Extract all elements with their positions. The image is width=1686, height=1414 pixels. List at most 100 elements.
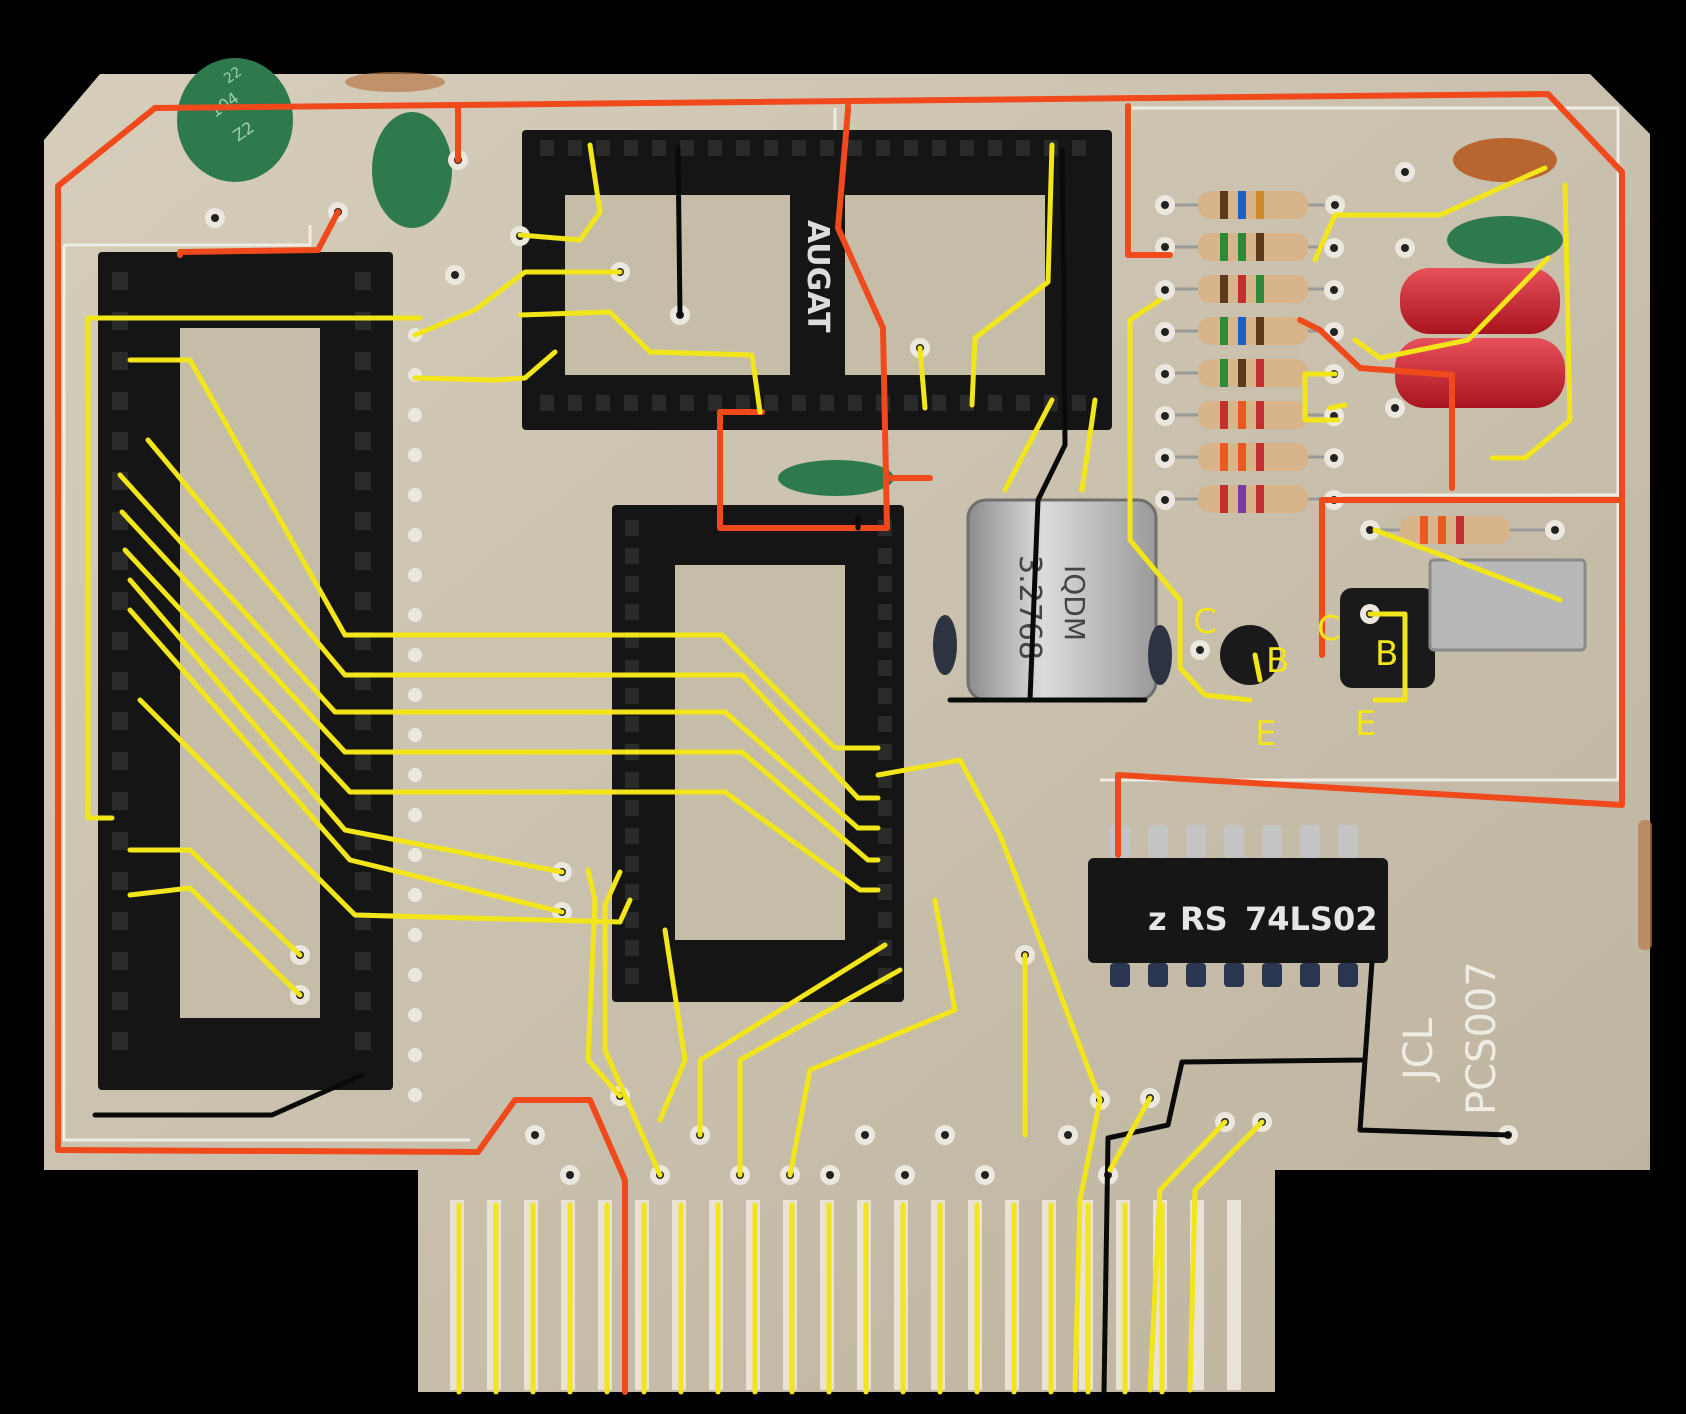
- via-hole: [1161, 412, 1169, 420]
- socket-brand: AUGAT: [800, 220, 835, 333]
- label-collector-2: C: [1317, 609, 1341, 649]
- resistors: [1168, 191, 1555, 544]
- signal-trace: [969, 142, 1055, 408]
- label-base-1: B: [1266, 641, 1289, 681]
- socket-pin: [355, 352, 371, 370]
- signal-trace: [1107, 1095, 1153, 1173]
- signal-trace: [127, 577, 565, 875]
- socket-u1: [98, 252, 393, 1090]
- via-hole: [1064, 1131, 1072, 1139]
- socket-pin: [355, 712, 371, 730]
- signal-trace: [737, 967, 903, 1178]
- resistor-band: [1256, 275, 1264, 303]
- edge-finger: [1227, 1200, 1241, 1390]
- socket-pin: [848, 140, 862, 156]
- ic-74ls02: z RS 74LS02: [1088, 825, 1388, 987]
- via-hole: [1330, 328, 1338, 336]
- signal-trace: [602, 869, 663, 1178]
- resistor-band: [1220, 401, 1228, 429]
- socket-pin: [355, 392, 371, 410]
- signal-trace: [127, 357, 881, 751]
- via-hole: [861, 1131, 869, 1139]
- socket-pin: [932, 140, 946, 156]
- via: [408, 928, 422, 942]
- signal-trace: [1002, 397, 1055, 493]
- label-emitter-1: E: [1255, 714, 1276, 754]
- socket-pin: [625, 716, 639, 732]
- via: [408, 968, 422, 982]
- socket-pin: [355, 432, 371, 450]
- socket-pin: [878, 548, 892, 564]
- socket-pin: [112, 632, 128, 650]
- resistor-body: [1198, 317, 1308, 345]
- resistor-band: [1220, 485, 1228, 513]
- socket-pin: [878, 800, 892, 816]
- via: [408, 568, 422, 582]
- socket-pin: [878, 828, 892, 844]
- socket-pin: [625, 604, 639, 620]
- socket-pin: [988, 395, 1002, 411]
- socket-pin: [1016, 140, 1030, 156]
- socket-pin: [112, 592, 128, 610]
- signal-trace: [127, 607, 565, 915]
- socket-pin: [625, 912, 639, 928]
- ic-pin: [1186, 825, 1206, 858]
- socket-pin: [355, 512, 371, 530]
- ic-pin: [1338, 825, 1358, 858]
- socket-pin: [596, 395, 610, 411]
- socket-pin: [1072, 395, 1086, 411]
- socket-pin: [652, 140, 666, 156]
- ic-pin: [1148, 963, 1168, 987]
- via-hole: [1161, 201, 1169, 209]
- resistor-body: [1198, 359, 1308, 387]
- resistor-band: [1238, 359, 1246, 387]
- signal-trace: [1489, 182, 1573, 461]
- via-hole: [1161, 496, 1169, 504]
- ic-pin: [1338, 963, 1358, 987]
- socket-pin: [112, 872, 128, 890]
- signal-trace: [119, 509, 881, 863]
- resistor-band: [1256, 233, 1264, 261]
- socket-pin: [878, 688, 892, 704]
- via-hole: [826, 1171, 834, 1179]
- label-collector-1: C: [1193, 602, 1217, 642]
- socket-pin: [355, 992, 371, 1010]
- resistor-body: [1400, 516, 1510, 544]
- socket-pin: [624, 140, 638, 156]
- resistor-band: [1238, 275, 1246, 303]
- socket-pin: [625, 576, 639, 592]
- signal-trace: [145, 437, 881, 801]
- socket-pin: [878, 576, 892, 592]
- signal-trace: [1352, 255, 1551, 361]
- socket-pin: [625, 856, 639, 872]
- socket-pin: [112, 352, 128, 370]
- socket-pin: [568, 395, 582, 411]
- via-hole: [1330, 454, 1338, 462]
- ic-pin: [1186, 963, 1206, 987]
- socket-pin: [568, 140, 582, 156]
- socket-pin: [820, 395, 834, 411]
- socket-pin: [112, 832, 128, 850]
- resistor-band: [1256, 317, 1264, 345]
- ic-marking-part: 74LS02: [1245, 900, 1378, 938]
- socket-pin: [540, 140, 554, 156]
- board-maker-label: JCL: [1396, 1017, 1442, 1083]
- socket-pin: [904, 140, 918, 156]
- socket-pin: [878, 632, 892, 648]
- socket-pin: [878, 940, 892, 956]
- signal-trace: [517, 142, 603, 243]
- signal-trace: [657, 927, 688, 1123]
- ic-pin: [1148, 825, 1168, 858]
- socket-pin: [355, 592, 371, 610]
- socket-pin: [355, 272, 371, 290]
- ic-marking-maker: RS: [1180, 900, 1228, 938]
- ic-marking-prefix: z: [1148, 900, 1167, 938]
- resistor-body: [1198, 443, 1308, 471]
- signal-trace: [875, 757, 1103, 1103]
- via: [408, 1088, 422, 1102]
- socket-pin: [848, 395, 862, 411]
- signal-trace: [1127, 297, 1253, 703]
- socket-pin: [904, 395, 918, 411]
- signal-trace: [1147, 1119, 1228, 1393]
- via: [408, 1008, 422, 1022]
